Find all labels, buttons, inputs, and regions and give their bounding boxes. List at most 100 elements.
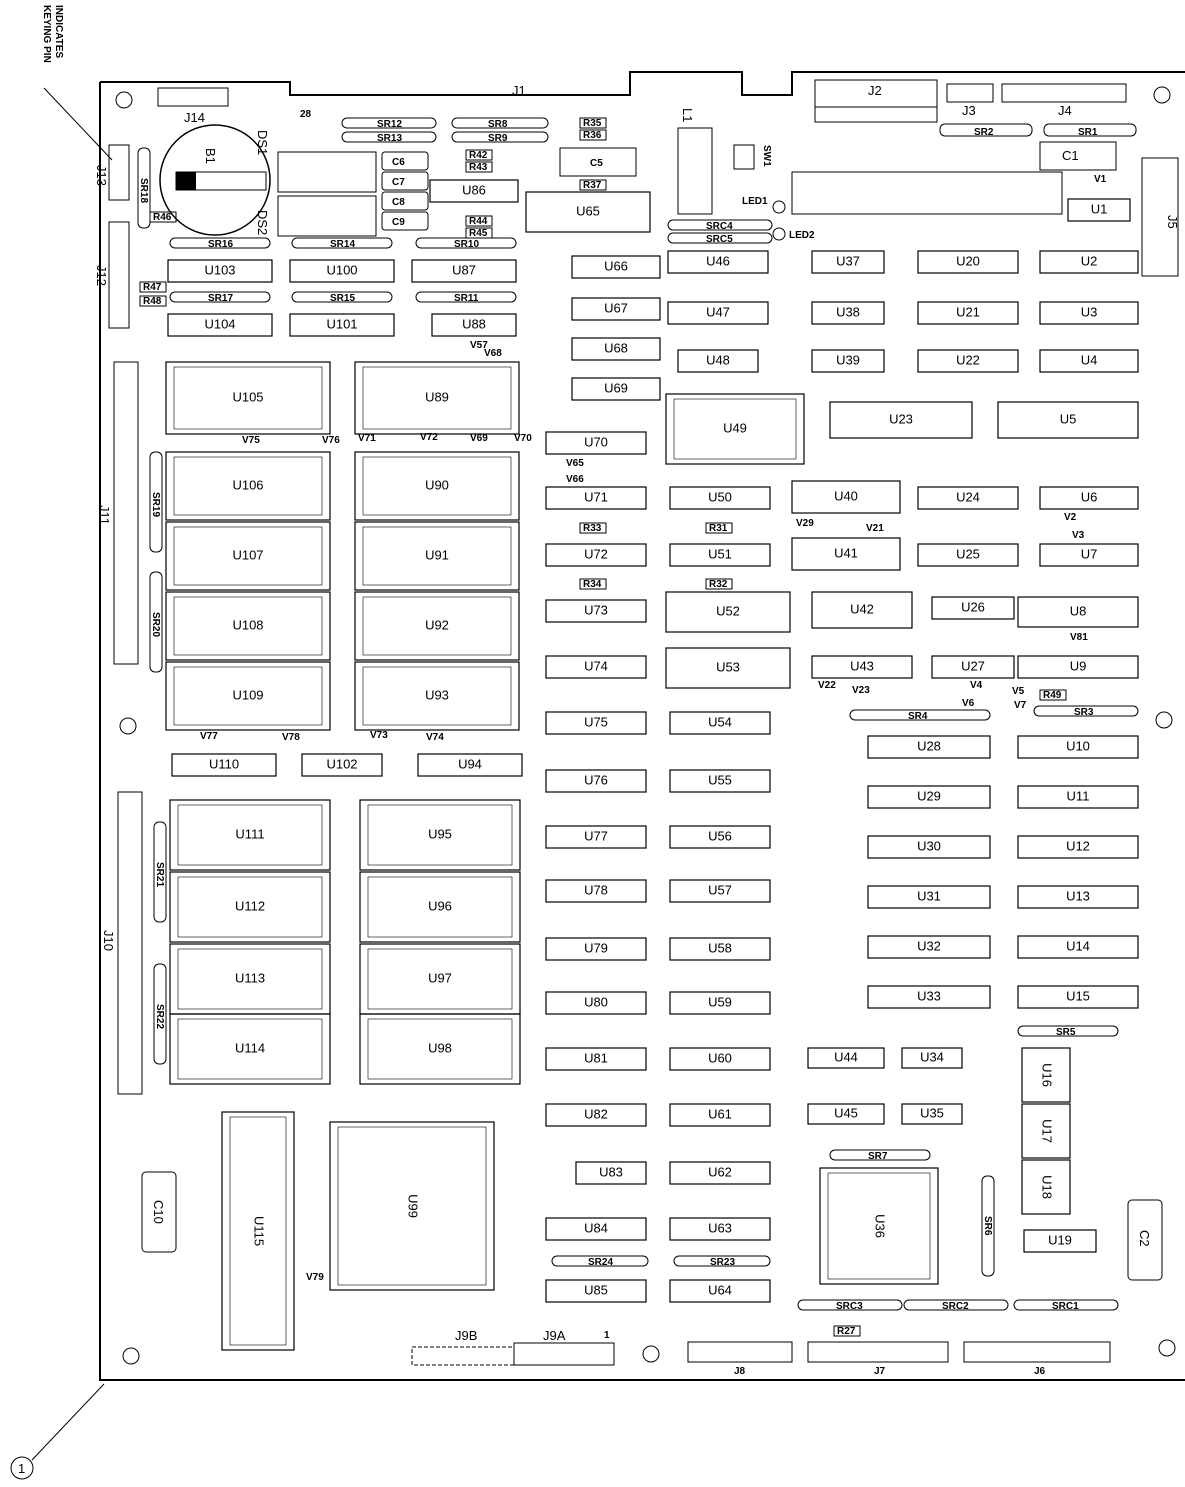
resistor-label: R44 bbox=[469, 216, 488, 227]
chip-label: U23 bbox=[889, 411, 913, 426]
svg-text:DS1: DS1 bbox=[255, 130, 270, 155]
sr-sr20: SR20 bbox=[149, 571, 163, 673]
chip-label: U105 bbox=[232, 389, 263, 404]
chip-u4: U4 bbox=[1039, 349, 1139, 373]
resistor-r42: R42 bbox=[465, 149, 493, 161]
chip-u108: U108 bbox=[165, 591, 331, 661]
v-label-v23: V23 bbox=[852, 685, 870, 696]
sr-sr7: SR7 bbox=[829, 1149, 931, 1162]
sr-label: SR1 bbox=[1078, 127, 1098, 138]
v-label-v1: V1 bbox=[1094, 174, 1107, 185]
v-label-v75: V75 bbox=[242, 435, 260, 446]
sr-sr23: SR23 bbox=[673, 1255, 771, 1268]
label-j1: J1 bbox=[512, 83, 526, 98]
chip-label: U8 bbox=[1070, 603, 1087, 618]
callout-circle bbox=[10, 1456, 34, 1480]
chip-label: U32 bbox=[917, 938, 941, 953]
leader-line bbox=[43, 87, 113, 161]
src-src2: SRC2 bbox=[903, 1299, 1009, 1312]
src-label: SRC4 bbox=[706, 221, 733, 232]
chip-u80: U80 bbox=[545, 991, 647, 1015]
chip-label: U2 bbox=[1081, 253, 1098, 268]
resistor-r36: R36 bbox=[579, 129, 607, 141]
resistor-r31: R31 bbox=[705, 522, 733, 534]
mounting-holes bbox=[115, 86, 1176, 1365]
chip-u10: U10 bbox=[1017, 735, 1139, 759]
chip-u61: U61 bbox=[669, 1103, 771, 1127]
resistor-array bbox=[791, 171, 1063, 215]
v-label-v22: V22 bbox=[818, 680, 836, 691]
resistor-label: R43 bbox=[469, 162, 488, 173]
sr-label: SR23 bbox=[710, 1257, 735, 1268]
chip-u107: U107 bbox=[165, 521, 331, 591]
chip-u11: U11 bbox=[1017, 785, 1139, 809]
svg-text:C5: C5 bbox=[590, 158, 603, 169]
chip-u60: U60 bbox=[669, 1047, 771, 1071]
svg-text:J9B: J9B bbox=[455, 1328, 477, 1343]
chip-u26: U26 bbox=[931, 596, 1015, 620]
chip-u63: U63 bbox=[669, 1217, 771, 1241]
chip-u104: U104 bbox=[167, 313, 273, 337]
sr-label: SR21 bbox=[154, 862, 165, 887]
chip-label: U14 bbox=[1066, 938, 1090, 953]
chip-u66: U66 bbox=[571, 255, 661, 279]
chip-u78: U78 bbox=[545, 879, 647, 903]
chip-label: U5 bbox=[1060, 411, 1077, 426]
sr-label: SR15 bbox=[330, 293, 355, 304]
svg-text:J8: J8 bbox=[734, 1366, 746, 1377]
chip-label: U78 bbox=[584, 882, 608, 897]
chip-u101: U101 bbox=[289, 313, 395, 337]
chip-u36: U36 bbox=[819, 1167, 939, 1285]
v-label-v7: V7 bbox=[1014, 700, 1027, 711]
chip-u74: U74 bbox=[545, 655, 647, 679]
v-label-v4: V4 bbox=[970, 680, 983, 691]
chip-u27: U27 bbox=[931, 655, 1015, 679]
chip-u99: U99 bbox=[329, 1121, 495, 1291]
chip-label: U64 bbox=[708, 1282, 732, 1297]
chip-label: U48 bbox=[706, 352, 730, 367]
chip-label: U50 bbox=[708, 489, 732, 504]
src-label: SRC1 bbox=[1052, 1301, 1079, 1312]
leds: LED1 LED2 bbox=[742, 196, 815, 241]
chip-u54: U54 bbox=[669, 711, 771, 735]
chip-label: U66 bbox=[604, 258, 628, 273]
chip-label: U68 bbox=[604, 340, 628, 355]
sr-label: SR24 bbox=[588, 1257, 613, 1268]
chip-label: U34 bbox=[920, 1049, 944, 1064]
svg-text:C6: C6 bbox=[392, 157, 405, 168]
switch-sw1: SW1 bbox=[733, 144, 772, 170]
chip-u59: U59 bbox=[669, 991, 771, 1015]
chip-u55: U55 bbox=[669, 769, 771, 793]
v-label-v78: V78 bbox=[282, 732, 300, 743]
chip-label: U85 bbox=[584, 1282, 608, 1297]
chip-label: U24 bbox=[956, 489, 980, 504]
note-line2: KEYING PIN bbox=[41, 5, 52, 63]
svg-text:SW1: SW1 bbox=[761, 145, 772, 167]
chip-label: U97 bbox=[428, 970, 452, 985]
sr-label: SR7 bbox=[868, 1151, 888, 1162]
chip-label: U88 bbox=[462, 316, 486, 331]
v-label-v70: V70 bbox=[514, 433, 532, 444]
board-outline bbox=[99, 71, 1185, 1381]
chip-label: U80 bbox=[584, 994, 608, 1009]
chip-u82: U82 bbox=[545, 1103, 647, 1127]
resistor-label: R33 bbox=[583, 523, 602, 534]
chip-label: U113 bbox=[235, 970, 265, 985]
chip-label: U60 bbox=[708, 1050, 732, 1065]
resistor-label: R34 bbox=[583, 579, 602, 590]
src-label: SRC3 bbox=[836, 1301, 863, 1312]
chip-label: U22 bbox=[956, 352, 980, 367]
dip-switch-ds2: DS2 bbox=[255, 195, 377, 237]
chip-label: U6 bbox=[1081, 489, 1098, 504]
capacitors: C6 C7 C8 C9 C5 C1 C2 C10 bbox=[141, 141, 1163, 1281]
chip-u84: U84 bbox=[545, 1217, 647, 1241]
chip-label: U43 bbox=[850, 658, 874, 673]
src-label: SRC5 bbox=[706, 234, 733, 245]
v-label-v65: V65 bbox=[566, 458, 584, 469]
chip-label: U56 bbox=[708, 828, 732, 843]
chip-label: U104 bbox=[204, 316, 235, 331]
svg-text:1: 1 bbox=[604, 1330, 610, 1341]
sr-sr6: SR6 bbox=[981, 1175, 995, 1277]
connector-j2: J2 bbox=[814, 79, 938, 123]
